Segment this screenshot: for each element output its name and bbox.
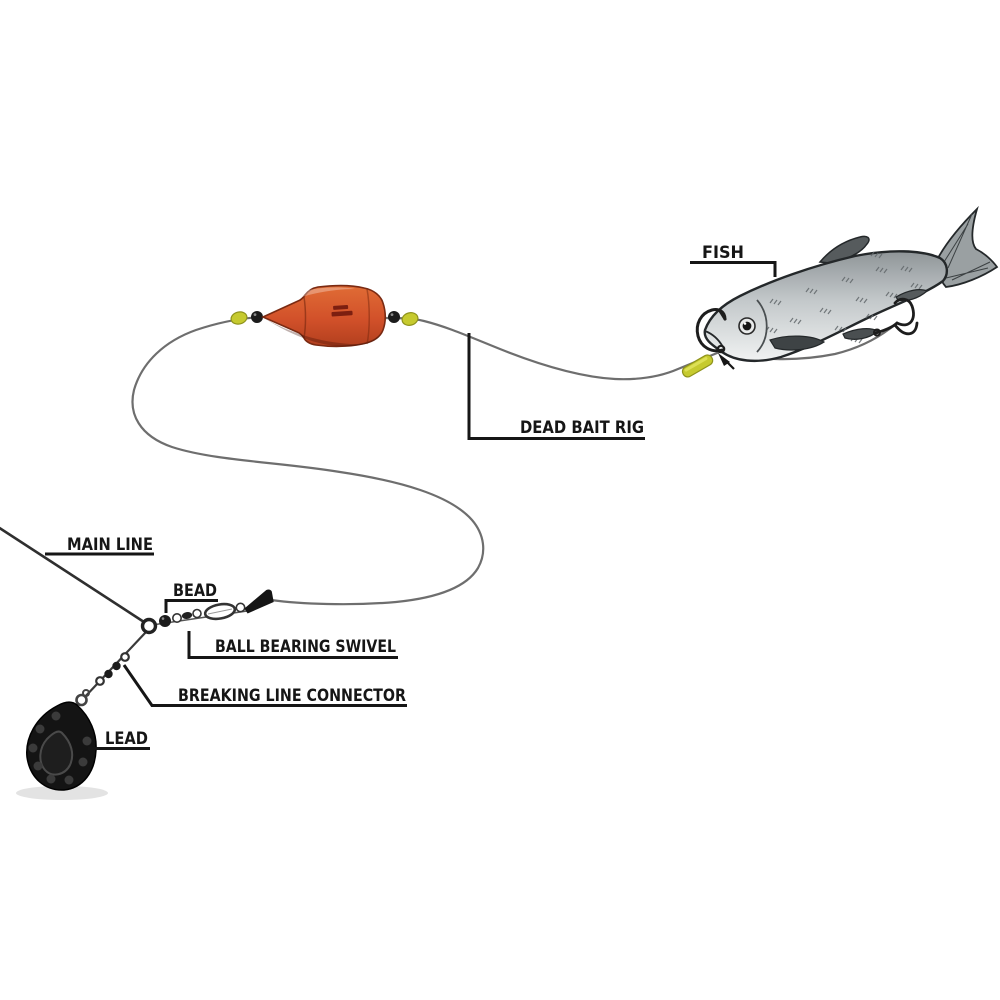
float-bead-yellow-left [230,311,248,325]
lead-center-hole [39,730,74,776]
bead-label-bracket [164,599,218,613]
bait-stop [681,354,714,378]
breaking-line-connector-leader [122,664,407,707]
rig-line-left-curve [131,315,485,606]
hook-pointer-arrow [718,353,735,370]
lead-eye-ring [75,693,88,707]
label-breaking-line-connector: BREAKING LINE CONNECTOR [178,686,406,706]
label-bead: BEAD [173,581,217,601]
lead-shadow [16,786,108,800]
float-assembly [230,284,419,348]
fish-gill-line [756,299,768,353]
lead-weight [16,701,108,800]
fish-pectoral-fin [769,335,826,351]
swivel-bead-2 [192,608,202,619]
breakaway-swivel-chain [75,652,130,707]
label-ball-bearing-swivel: BALL BEARING SWIVEL [215,637,396,657]
label-dead-bait-rig: DEAD BAIT RIG [520,418,644,438]
swivel-bead-1 [172,612,183,623]
float-seam-left [303,296,307,339]
main-line [0,526,145,624]
float-bottom-shade [264,318,381,347]
float-logo [331,305,353,317]
swivel-oval-ring-inner [207,608,233,615]
bead-black [159,615,171,627]
float-bead-black-right [388,311,400,323]
breakaway-ring-1 [120,652,130,662]
breakaway-ring-2 [95,676,105,686]
annotations [45,261,777,750]
rig-line-right-curve [383,316,723,381]
fish-eye-glint [743,322,747,325]
fish-illustration [703,205,999,363]
fish-tail-streaks [943,213,991,281]
bead-black-glint [161,617,165,620]
fish-pelvic-fin [842,328,880,340]
fish-tail-fin [936,205,999,288]
treble-hook-icon [873,297,919,337]
label-fish: FISH [702,243,744,263]
junction-ring [140,617,158,635]
label-lead: LEAD [105,729,148,749]
swivel-bead-3 [235,602,246,613]
swivel-assembly [140,589,274,635]
connector-sleeve [244,589,274,614]
label-main-line: MAIN LINE [67,535,153,555]
float-bead-black-right-glint [390,313,394,316]
lead-dimples [28,711,92,785]
float-bead-black-left-glint [253,313,257,316]
fish-label-bracket [690,261,777,277]
breakaway-bead-2 [104,669,113,679]
hook-icon [695,308,727,354]
dead-bait-rig-leader [467,333,645,440]
float-bead-yellow-right [401,312,419,326]
float-body [261,284,387,348]
float-top-highlight [280,287,355,306]
ball-bearing-swivel-leader [187,631,398,659]
float-seam-right [366,288,370,345]
swivel-barrel [181,612,193,619]
breakaway-bead-1 [112,661,121,671]
